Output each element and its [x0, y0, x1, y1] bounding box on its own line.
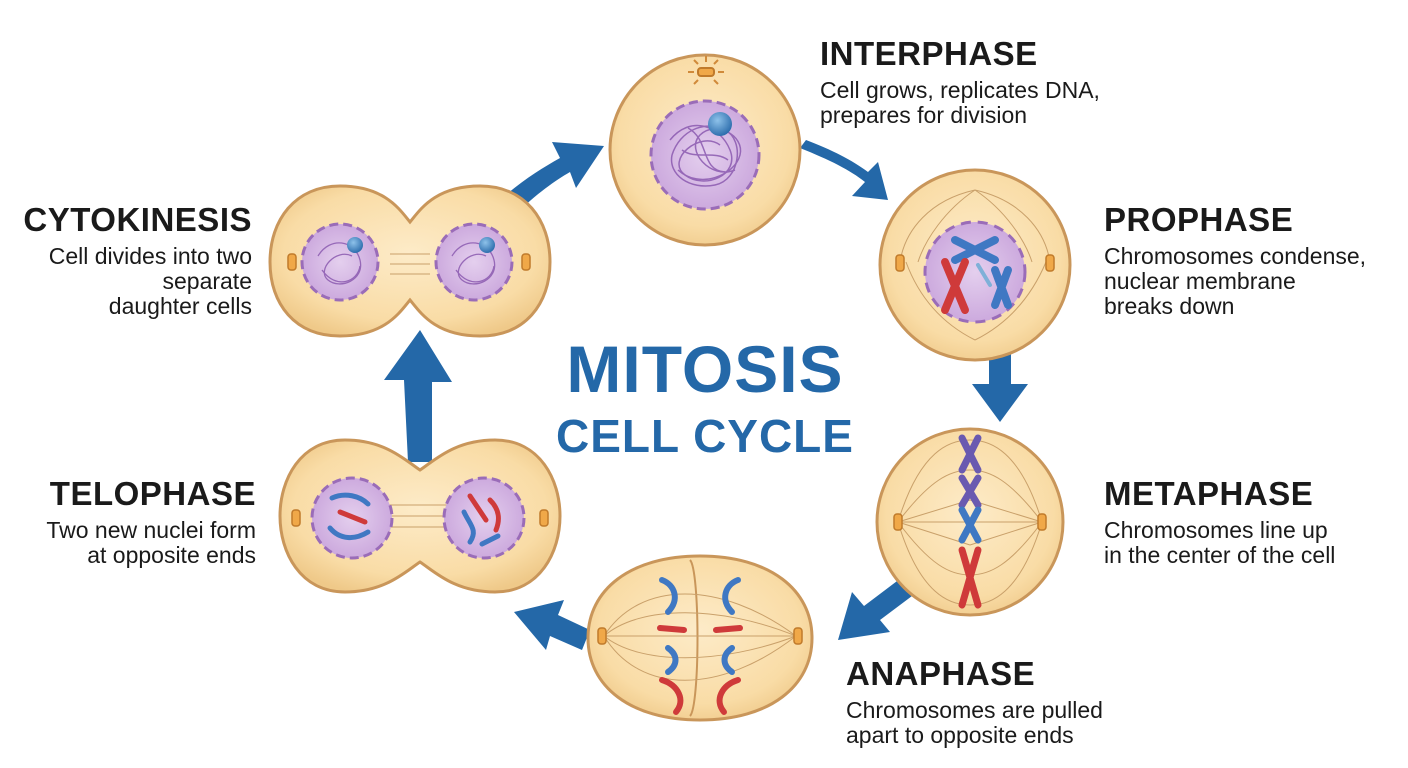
cytokinesis-desc-2: separate	[162, 268, 252, 294]
cytokinesis-desc-3: daughter cells	[108, 293, 252, 319]
anaphase-desc-2: apart to opposite ends	[846, 722, 1074, 748]
daughter-nucleus-left	[300, 222, 380, 302]
center-title-line1: MITOSIS	[566, 332, 844, 406]
prophase-desc-2: nuclear membrane	[1104, 268, 1296, 294]
arrow-interphase-to-prophase	[800, 140, 888, 200]
interphase-label: INTERPHASE Cell grows, replicates DNA, p…	[820, 36, 1100, 128]
interphase-cell	[608, 53, 802, 247]
metaphase-chromosomes	[958, 434, 982, 609]
metaphase-desc-1: Chromosomes line up	[1104, 517, 1328, 543]
telophase-cell	[278, 438, 562, 594]
anaphase-title: ANAPHASE	[846, 655, 1036, 692]
spindle-fibers	[899, 189, 1051, 341]
cytokinesis-cell	[268, 184, 552, 338]
metaphase-spindle	[897, 439, 1043, 606]
prophase-cell	[878, 168, 1072, 362]
interphase-title: INTERPHASE	[820, 35, 1038, 72]
arrow-prophase-to-metaphase	[972, 352, 1028, 422]
anaphase-spindle	[603, 593, 797, 681]
anaphase-label: ANAPHASE Chromosomes are pulled apart to…	[846, 656, 1103, 748]
prophase-label: PROPHASE Chromosomes condense, nuclear m…	[1104, 202, 1366, 319]
metaphase-title: METAPHASE	[1104, 475, 1314, 512]
arrow-cytokinesis-to-interphase	[500, 142, 604, 214]
metaphase-label: METAPHASE Chromosomes line up in the cen…	[1104, 476, 1335, 568]
cytokinesis-title: CYTOKINESIS	[23, 201, 252, 238]
arrow-telophase-to-cytokinesis	[384, 330, 452, 462]
cytokinesis-label: CYTOKINESIS Cell divides into two separa…	[20, 202, 252, 319]
centrosome-right	[1045, 254, 1055, 272]
prophase-title: PROPHASE	[1104, 201, 1294, 238]
interphase-desc-2: prepares for division	[820, 102, 1028, 128]
centrosome-left	[895, 254, 905, 272]
daughter-nucleus-right	[434, 222, 514, 302]
metaphase-desc-2: in the center of the cell	[1104, 542, 1336, 568]
prophase-chromosomes	[941, 236, 1012, 314]
metaphase-cell	[875, 427, 1065, 617]
arrow-anaphase-to-telophase	[514, 600, 590, 650]
telophase-title: TELOPHASE	[49, 475, 256, 512]
telophase-desc-2: at opposite ends	[87, 542, 256, 568]
arrow-metaphase-to-anaphase	[838, 575, 920, 640]
center-title: MITOSIS CELL CYCLE	[520, 336, 890, 462]
interphase-desc-1: Cell grows, replicates DNA,	[820, 77, 1100, 103]
nucleolus	[708, 112, 732, 136]
prophase-desc-1: Chromosomes condense,	[1104, 243, 1367, 269]
prophase-desc-3: breaks down	[1104, 293, 1235, 319]
telophase-desc-1: Two new nuclei form	[46, 517, 256, 543]
anaphase-desc-1: Chromosomes are pulled	[846, 697, 1103, 723]
center-title-line2: CELL CYCLE	[556, 410, 854, 462]
centrosome	[688, 56, 724, 85]
cycle-arrows	[384, 140, 1028, 650]
anaphase-chromosomes	[657, 577, 743, 715]
cytokinesis-desc-1: Cell divides into two	[48, 243, 252, 269]
anaphase-cell	[586, 554, 814, 722]
telophase-label: TELOPHASE Two new nuclei form at opposit…	[20, 476, 256, 568]
